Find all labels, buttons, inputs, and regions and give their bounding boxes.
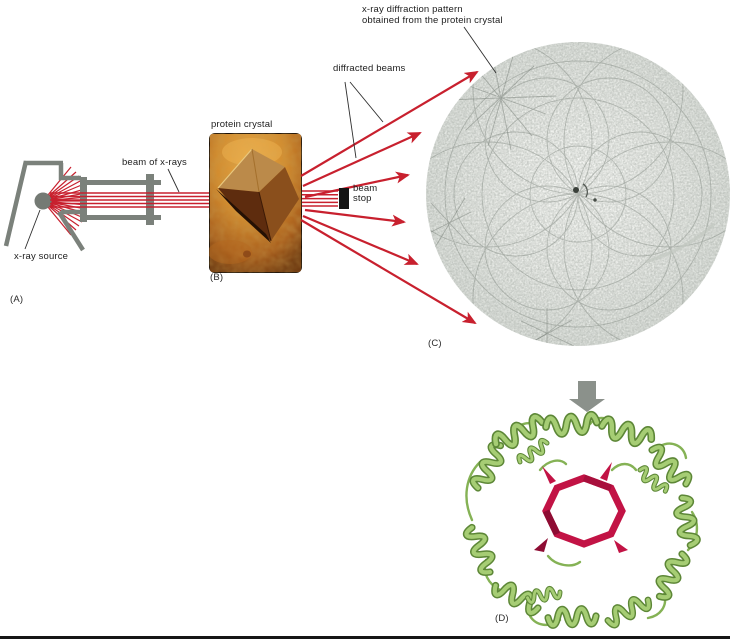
protein-crystal-photo [209,133,302,273]
diffraction-pattern-image [426,42,730,346]
crystal-gem [216,148,299,243]
panel-label-d: (D) [495,613,509,624]
xray-source-label: x-ray source [14,251,69,262]
diffracted-beams-label: diffracted beams [333,63,406,74]
protein-crystal-label: protein crystal [211,119,273,130]
xray-source-anode [34,192,52,210]
panel-label-a: (A) [10,294,24,305]
protein-structure-model [465,414,698,627]
beta-barrel-ring-red [534,462,628,553]
xray-source-apparatus [3,160,161,252]
beam-stop-label: beam stop [353,183,378,204]
diffracted-beam-arrows [300,70,479,325]
down-arrow-icon [569,381,605,412]
beam-of-xrays-label: beam of x-rays [122,157,187,168]
figure-bottom-border [0,636,730,639]
panel-label-c: (C) [428,338,442,349]
panel-label-b: (B) [210,272,224,283]
alpha-helices-green [465,414,698,627]
label-pointer-lines [24,26,497,250]
photo-dark-spot [243,250,251,258]
beam-stop-block [339,188,349,209]
diffraction-pattern-label: x-ray diffraction pattern obtained from … [362,4,503,26]
